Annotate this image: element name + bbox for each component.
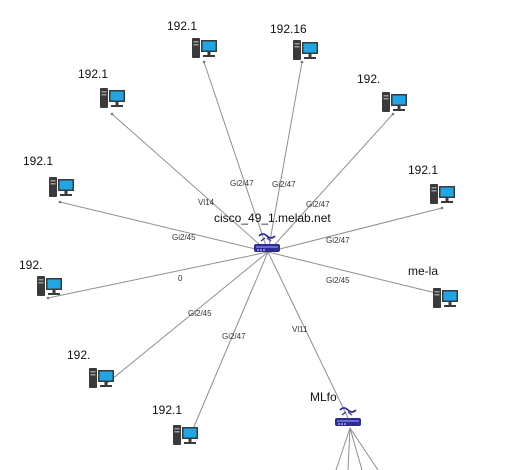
edge-hub-n9 xyxy=(105,251,269,385)
edge-endpoint xyxy=(46,296,50,300)
node-label: 192.1 xyxy=(152,403,182,417)
edge-label-e5: Gi2/47 xyxy=(326,236,350,245)
desktop-computer-icon xyxy=(382,92,407,112)
edge-hub-n3 xyxy=(111,113,269,253)
edge-hub-n6 xyxy=(267,207,443,253)
node-label: 192.16 xyxy=(270,22,307,36)
desktop-computer-icon xyxy=(49,177,74,197)
edge-hub-n4 xyxy=(267,113,394,253)
node-n1[interactable]: 192.1 xyxy=(167,19,217,58)
edge-endpoint xyxy=(110,112,114,116)
node-label: 192.1 xyxy=(78,67,108,81)
hub-router[interactable]: cisco_49_1.melab.net xyxy=(214,211,331,253)
node-n8[interactable]: me-la xyxy=(408,264,458,308)
hub-label: cisco_49_1.melab.net xyxy=(214,211,331,225)
edges xyxy=(47,61,443,470)
desktop-computer-icon xyxy=(192,38,217,58)
desktop-computer-icon xyxy=(293,40,318,60)
node-label: 192. xyxy=(357,72,380,86)
node-n7[interactable]: 192. xyxy=(19,258,62,296)
edge-label-e8: Gi2/45 xyxy=(326,276,350,285)
node-n2[interactable]: 192.16 xyxy=(270,22,318,60)
edge-secondary-b xyxy=(347,427,351,470)
edge-label-e7: 0 xyxy=(178,274,183,283)
edge-label-e6: Gi2/45 xyxy=(172,233,196,242)
desktop-computer-icon xyxy=(173,425,198,445)
edge-label-e1: Vl14 xyxy=(198,198,215,207)
node-label: 192.1 xyxy=(23,154,53,168)
edge-hub-n7 xyxy=(47,251,269,299)
edge-secondary-d xyxy=(349,427,379,470)
desktop-computer-icon xyxy=(37,276,62,296)
desktop-computer-icon xyxy=(433,288,458,308)
edge-hub-n8 xyxy=(267,251,441,295)
edge-labels: Vl14 Gi2/47 Gi2/47 Gi2/47 Gi2/47 Gi2/45 … xyxy=(172,179,350,341)
desktop-computer-icon xyxy=(430,184,455,204)
node-label: 192.1 xyxy=(167,19,197,33)
node-n9[interactable]: 192. xyxy=(67,348,114,388)
node-label: 192.1 xyxy=(408,163,438,177)
node-n10[interactable]: 192.1 xyxy=(152,403,198,445)
edge-label-e4: Gi2/47 xyxy=(306,200,330,209)
secondary-hub-label: MLfo xyxy=(310,390,337,404)
node-n4[interactable]: 192. xyxy=(357,72,407,112)
node-n5[interactable]: 192.1 xyxy=(23,154,74,197)
edge-label-e11: Vl11 xyxy=(292,325,308,334)
edge-endpoint xyxy=(300,60,304,64)
edge-hub-n5 xyxy=(59,201,269,253)
desktop-computer-icon xyxy=(89,368,114,388)
edge-label-e10: Gi2/47 xyxy=(222,332,246,341)
node-n6[interactable]: 192.1 xyxy=(408,163,455,204)
node-label: 192. xyxy=(67,348,90,362)
desktop-computer-icon xyxy=(100,88,125,108)
edge-secondary-a xyxy=(335,427,351,470)
edge-hub-n2 xyxy=(267,61,303,253)
edge-endpoint xyxy=(391,112,395,116)
edge-label-e2: Gi2/47 xyxy=(230,179,254,188)
node-label: me-la xyxy=(408,264,438,278)
edge-endpoint xyxy=(440,206,444,210)
edge-endpoint xyxy=(202,60,206,64)
edge-hub-secondary xyxy=(267,251,349,419)
node-label: 192. xyxy=(19,258,42,272)
edge-hub-n10 xyxy=(189,251,269,437)
edge-secondary-c xyxy=(349,427,363,470)
edge-endpoint xyxy=(58,200,62,204)
edge-label-e3: Gi2/47 xyxy=(272,180,296,189)
edge-label-e9: Gi2/45 xyxy=(188,309,212,318)
node-n3[interactable]: 192.1 xyxy=(78,67,125,108)
secondary-router[interactable]: MLfo xyxy=(310,390,362,427)
edge-hub-n1 xyxy=(203,61,269,253)
